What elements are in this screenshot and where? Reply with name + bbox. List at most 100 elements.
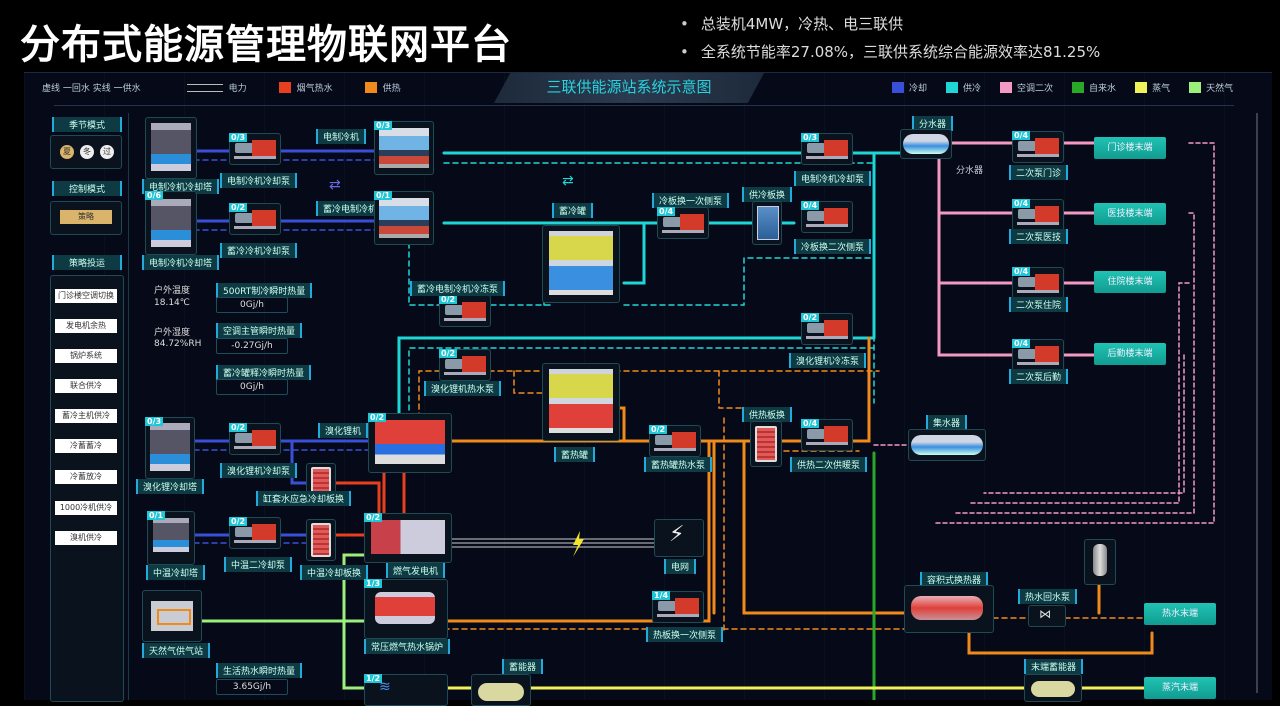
strategy-item[interactable]: 冷蓄蓄冷 (55, 439, 117, 453)
lithium-cooling-pump-label: 溴化锂机冷却泵 (220, 463, 298, 478)
reading-500rt-label: 500RT制冷瞬时热量 (216, 283, 313, 298)
strategy-item[interactable]: 1000冷机供冷 (55, 501, 117, 515)
header-divider (54, 105, 1234, 106)
accumulator[interactable] (471, 674, 531, 706)
legend-flue-water: 烟气热水 (296, 84, 333, 94)
legend-heating: 供热 (382, 84, 401, 94)
storage-chiller-freeze-pump-label: 蓄冷电制冷机冷冻泵 (410, 281, 506, 296)
steam-terminal-button[interactable]: 蒸汽末端 (1144, 677, 1216, 699)
heat-plate-primary-pump[interactable] (652, 591, 704, 623)
legend-cooling: 冷却 (909, 84, 928, 94)
reading-hot-water-label: 生活热水瞬时热量 (216, 663, 303, 678)
logistics-terminal-button[interactable]: 后勤楼末端 (1094, 343, 1166, 365)
season-mode-box: 夏 冬 过 (50, 135, 122, 169)
mid-temp-exchanger[interactable] (306, 519, 336, 561)
secondary-pump-outpatient-label: 二次泵门诊 (1009, 165, 1069, 180)
heat-tank-pump-label: 蓄热罐热水泵 (644, 457, 713, 472)
cooling-tower-2-count: 0/6 (145, 191, 164, 200)
cold-storage-tank[interactable] (542, 225, 620, 303)
chiller-label: 电制冷机 (316, 129, 367, 144)
outpatient-terminal-button[interactable]: 门诊楼末端 (1094, 137, 1166, 159)
heat-plate-exchanger-label: 供热板换 (742, 407, 793, 422)
lithium-bromide-unit-count: 0/2 (368, 413, 387, 422)
secondary-pump-inpatient-count: 0/4 (1012, 267, 1031, 276)
secondary-pump-outpatient-count: 0/4 (1012, 131, 1031, 140)
ac-secondary-return-pipe (933, 142, 1215, 524)
cold-plate-primary-pump[interactable] (657, 207, 709, 239)
cooling-tower-1[interactable] (145, 117, 197, 179)
gas-supply-station-label: 天然气供气站 (142, 643, 211, 658)
chilled-pipe (622, 221, 646, 285)
control-strategy-button[interactable]: 策略 (60, 210, 112, 224)
secondary-pump-logistics[interactable] (1012, 339, 1064, 371)
heating-return-pipe (513, 370, 545, 394)
water-distributor[interactable] (900, 129, 952, 159)
gas-supply-station[interactable] (142, 590, 202, 642)
power-grid[interactable]: ⚡ (654, 519, 704, 557)
valve-icon: ⋈ (1039, 607, 1051, 621)
scrollbar[interactable] (1256, 113, 1258, 693)
secondary-pump-inpatient-label: 二次泵住院 (1009, 297, 1069, 312)
lithium-cooling-pump-count: 0/2 (229, 423, 248, 432)
lithium-cooling-tower[interactable] (145, 417, 195, 479)
cold-plate-secondary-pump-label: 冷板换二次侧泵 (794, 239, 872, 254)
flue-water-pipe (322, 469, 406, 515)
season-transition-button[interactable]: 过 (100, 145, 114, 159)
heat-storage-tank[interactable] (542, 363, 620, 441)
heat-tank-pump-count: 0/2 (649, 425, 668, 434)
strategy-item[interactable]: 冷蓄放冷 (55, 470, 117, 484)
water-collector[interactable] (908, 429, 986, 461)
mid-temp-cooling-tower[interactable] (147, 511, 195, 565)
strategy-item[interactable]: 发电机余热 (55, 319, 117, 333)
tap-water-swatch-icon (1072, 82, 1085, 93)
storage-chiller-cooling-pump-count: 0/2 (229, 203, 248, 212)
season-summer-button[interactable]: 夏 (60, 145, 74, 159)
cold-storage-tank-label: 蓄冷罐 (552, 203, 594, 218)
strategy-item[interactable]: 联合供冷 (55, 379, 117, 393)
cooling-tower-2[interactable] (145, 191, 197, 255)
cold-plate-exchanger[interactable] (752, 201, 782, 245)
heat-storage-tank-label: 蓄热罐 (554, 447, 596, 462)
secondary-pump-medtech-count: 0/4 (1012, 199, 1031, 208)
natural-gas-pipe (192, 553, 366, 690)
electric-chiller[interactable] (374, 121, 434, 175)
cold-plate-secondary-pump-count: 0/4 (801, 201, 820, 210)
lithium-cooling-pump[interactable] (229, 423, 281, 455)
reading-cold-release-value: 0Gj/h (216, 379, 288, 395)
storage-electric-chiller[interactable] (374, 191, 434, 245)
hot-return-pump[interactable]: ⋈ (1028, 605, 1066, 627)
end-accumulator[interactable] (1024, 674, 1082, 702)
bullet-efficiency: 全系统节能率27.08%，三联供系统综合能源效率达81.25% (680, 38, 1100, 66)
hot-water-terminal-button[interactable]: 热水末端 (1144, 603, 1216, 625)
lithium-hot-water-pump-count: 0/2 (439, 349, 458, 358)
system-diagram-panel: 虚线 一回水 实线 一供水 电力 烟气热水 供热 三联供能源站系统示意图 冷却 … (24, 72, 1272, 706)
top-cooling-pump[interactable] (801, 133, 853, 165)
strategy-item[interactable]: 蓄冷主机供冷 (55, 409, 117, 423)
lithium-hot-water-pump[interactable] (439, 349, 491, 381)
lithium-bromide-unit[interactable] (368, 413, 452, 473)
volume-exchanger[interactable] (904, 585, 994, 633)
legend-right: 冷却 供冷 空调二次 自来水 蒸气 天然气 (892, 81, 1233, 94)
heat-plate-primary-pump-count: 1/4 (652, 591, 671, 600)
expansion-tank[interactable] (1084, 539, 1116, 585)
control-mode-box: 策略 (50, 201, 122, 235)
season-winter-button[interactable]: 冬 (80, 145, 94, 159)
lightning-icon (573, 531, 584, 557)
strategy-item[interactable]: 锅炉系统 (55, 349, 117, 363)
pipe-network (192, 141, 1215, 700)
heating-pipe (967, 553, 1154, 655)
storage-electric-chiller-count: 0/1 (374, 191, 393, 200)
medtech-terminal-button[interactable]: 医技楼末端 (1094, 203, 1166, 225)
strategy-item[interactable]: 溴机供冷 (55, 531, 117, 545)
heat-tank-pump[interactable] (649, 425, 701, 457)
mid-temp-pump[interactable] (229, 517, 281, 549)
power-tower-icon: ⚡ (669, 522, 685, 547)
reading-hot-water-value: 3.65Gj/h (216, 679, 288, 695)
steam-waves-icon: ≋ (379, 679, 391, 695)
gas-hot-water-boiler[interactable] (364, 579, 448, 639)
mid-temp-cooling-tower-label: 中温冷却塔 (146, 565, 206, 580)
strategy-item[interactable]: 门诊楼空调切换 (55, 289, 117, 303)
heat-plate-exchanger[interactable] (750, 421, 782, 467)
chilled-swatch-icon (946, 82, 959, 93)
inpatient-terminal-button[interactable]: 住院楼末端 (1094, 271, 1166, 293)
